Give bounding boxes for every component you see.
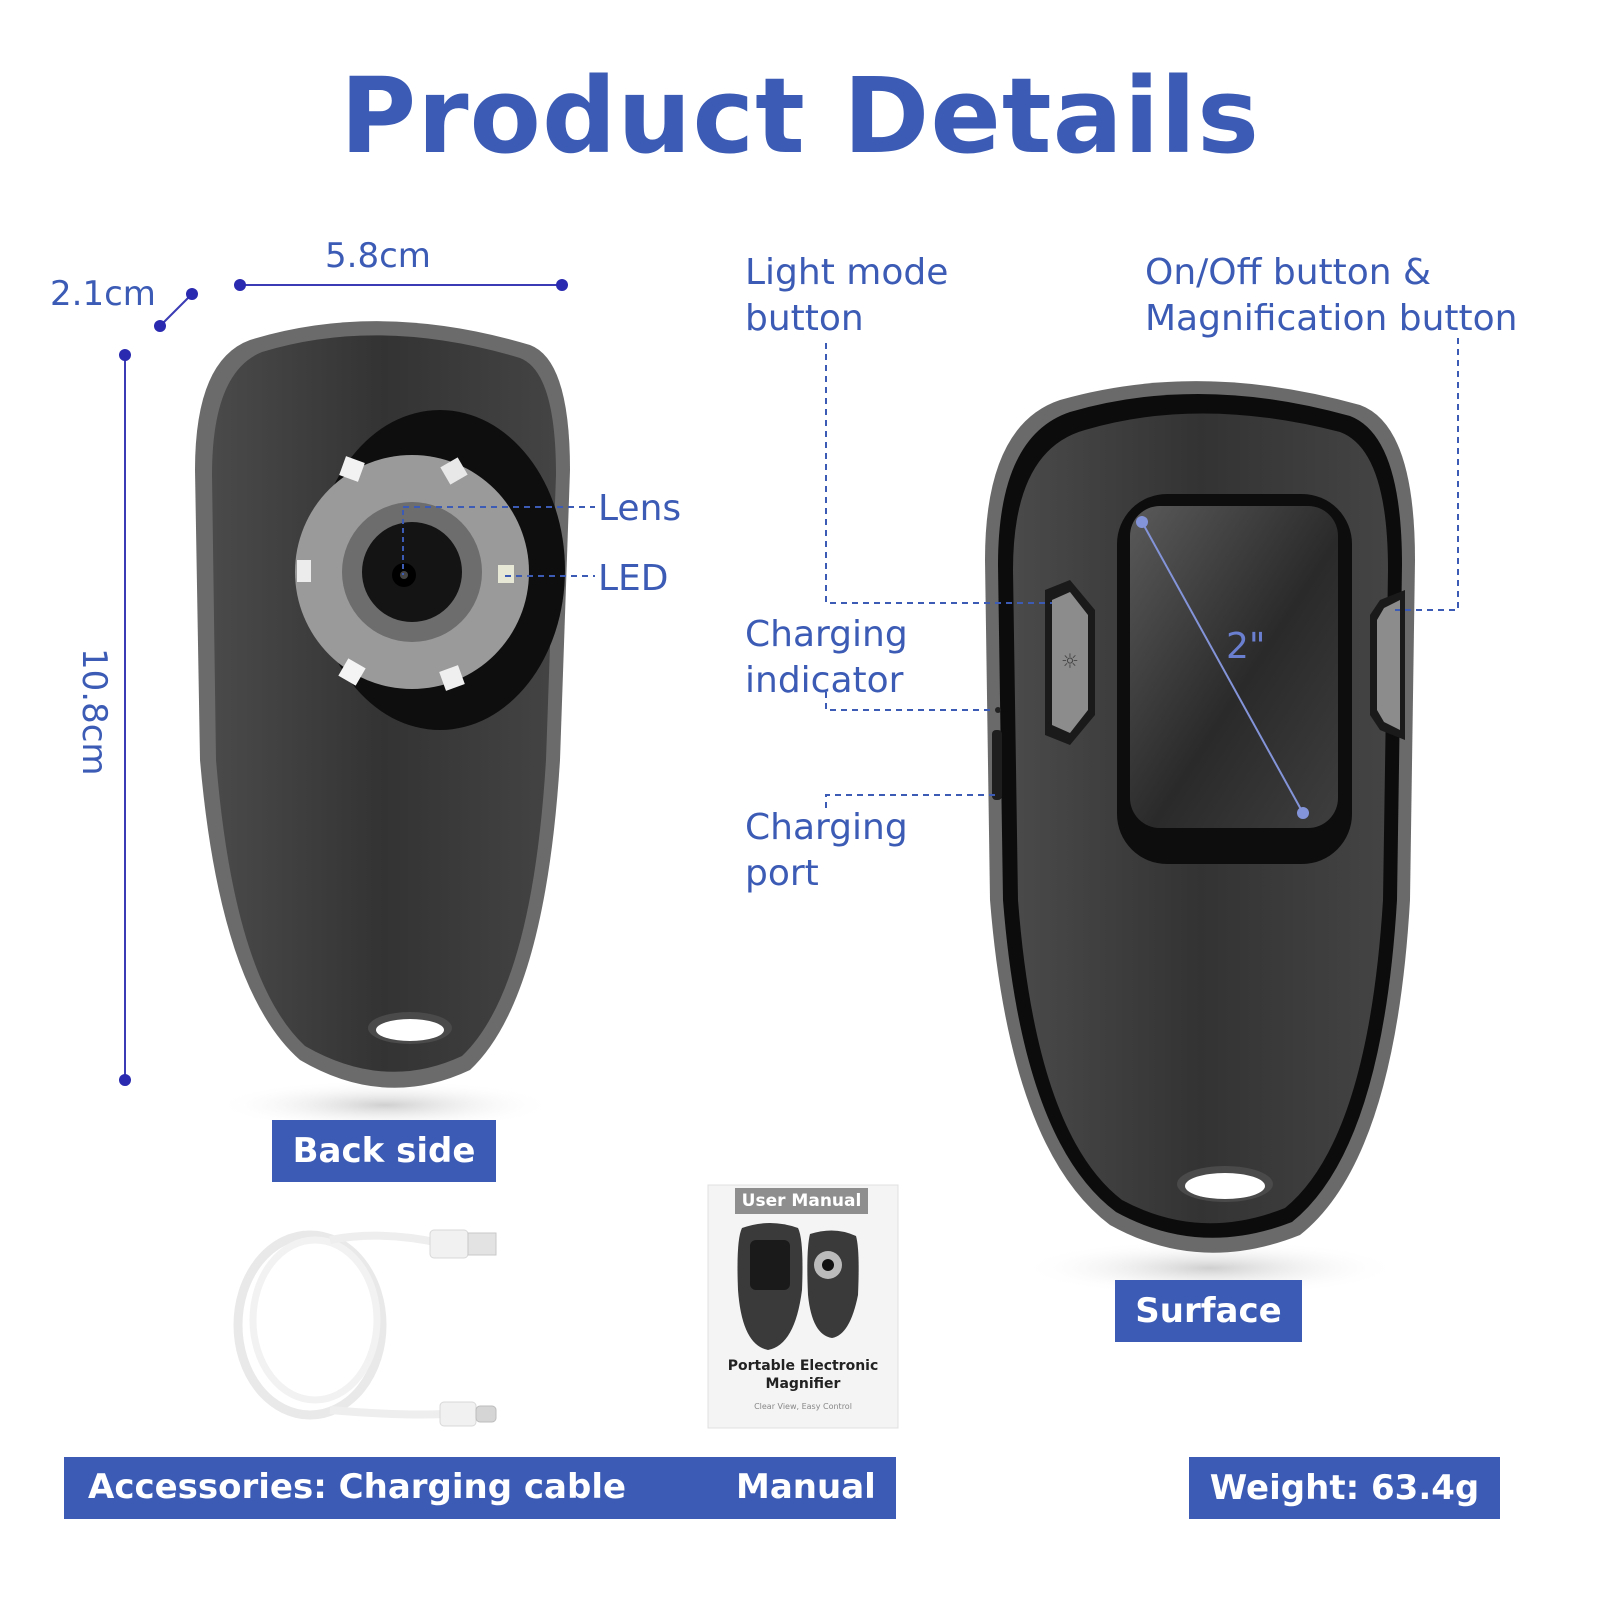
charging-indicator-line2: indicator bbox=[745, 660, 904, 701]
onoff-magnification-callout: On/Off button & Magnification button bbox=[1145, 250, 1517, 342]
charging-cable-image bbox=[233, 1229, 497, 1427]
height-dimension-line bbox=[119, 349, 131, 1086]
manual-tagline: Clear View, Easy Control bbox=[754, 1402, 852, 1411]
manual-booklet-image bbox=[707, 1184, 899, 1429]
charging-indicator-callout: Charging indicator bbox=[745, 612, 908, 704]
charging-indicator-line1: Charging bbox=[745, 614, 908, 655]
manual-product-line2: Magnifier bbox=[765, 1376, 841, 1392]
led-ring bbox=[297, 456, 514, 691]
charging-port-callout: Charging port bbox=[745, 805, 908, 897]
screen-size-label: 2" bbox=[1226, 626, 1266, 667]
width-dimension-label: 5.8cm bbox=[325, 236, 431, 276]
weight-label: Weight: 63.4g bbox=[1189, 1457, 1500, 1519]
charging-port-line2: port bbox=[745, 853, 819, 894]
lens-callout: Lens bbox=[598, 488, 682, 529]
depth-dimension-line bbox=[154, 288, 198, 332]
depth-dimension-label: 2.1cm bbox=[50, 274, 156, 314]
back-side-label: Back side bbox=[272, 1120, 496, 1182]
light-mode-button-callout: Light mode button bbox=[745, 250, 948, 342]
page-title: Product Details bbox=[340, 55, 1260, 177]
manual-product-name: Portable Electronic Magnifier bbox=[708, 1357, 898, 1393]
height-dimension-label: 10.8cm bbox=[74, 648, 114, 776]
device-surface: ☼ bbox=[825, 338, 1459, 1296]
accessories-bar: Accessories: Charging cable Manual bbox=[64, 1457, 896, 1519]
light-mode-line2: button bbox=[745, 298, 864, 339]
onoff-line2: Magnification button bbox=[1145, 298, 1518, 339]
onoff-line1: On/Off button & bbox=[1145, 252, 1432, 293]
device-back-side bbox=[195, 321, 595, 1130]
manual-accessory-label: Manual bbox=[736, 1467, 876, 1507]
width-dimension-line bbox=[234, 279, 568, 291]
accessories-label: Accessories: Charging cable bbox=[88, 1467, 627, 1507]
surface-label: Surface bbox=[1115, 1280, 1302, 1342]
led-callout: LED bbox=[598, 558, 669, 599]
charging-port-line1: Charging bbox=[745, 807, 908, 848]
manual-header: User Manual bbox=[741, 1191, 862, 1211]
light-mode-line1: Light mode bbox=[745, 252, 949, 293]
svg-text:☼: ☼ bbox=[1061, 649, 1079, 673]
manual-product-line1: Portable Electronic bbox=[727, 1358, 879, 1374]
